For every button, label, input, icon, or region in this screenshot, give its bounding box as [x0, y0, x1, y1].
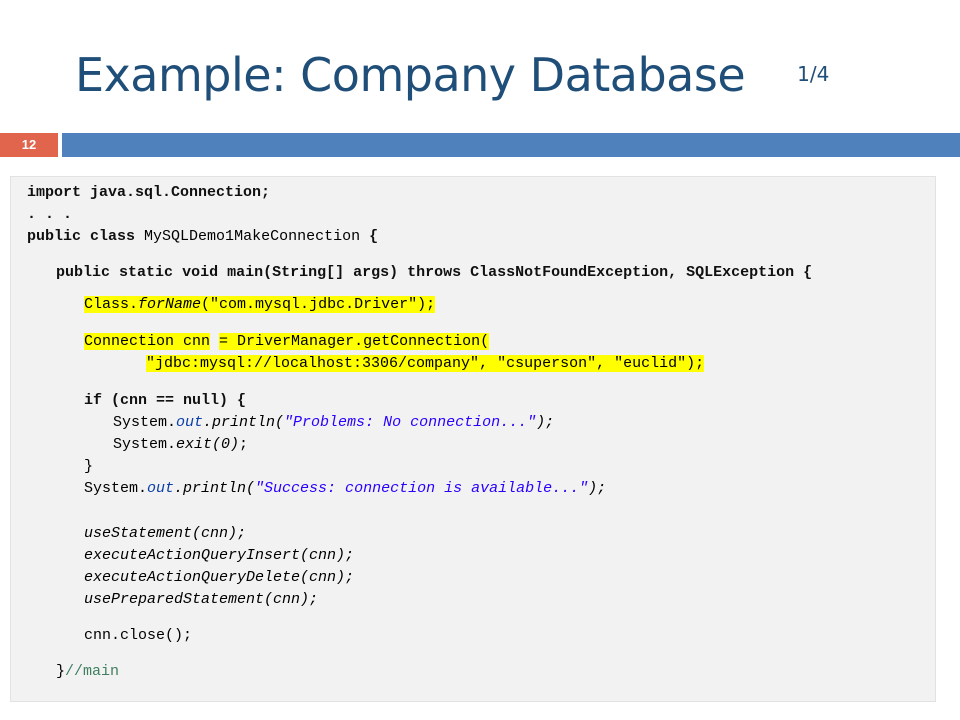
keyword: null [183, 392, 220, 409]
code-string: "Problems: No connection..." [284, 414, 537, 431]
slide-subtitle: 1/4 [797, 62, 830, 86]
code-line-1: import java.sql.Connection; [27, 183, 270, 203]
code-text: System. [84, 480, 148, 497]
code-line-14: executeActionQueryInsert(cnn); [84, 547, 355, 564]
code-brace: } [56, 663, 66, 680]
code-text: main(String[] args) [218, 264, 408, 281]
code-line-9: System.out.println("Problems: No connect… [113, 413, 554, 433]
code-text: , [596, 355, 615, 372]
code-line-13: useStatement(cnn); [84, 525, 247, 542]
keyword: class [90, 228, 136, 245]
code-text: ); [536, 414, 555, 431]
code-string: "Success: connection is available..." [255, 480, 589, 497]
code-text: ); [686, 355, 705, 372]
code-text: ); [417, 296, 436, 313]
highlighted-code: "jdbc:mysql://localhost:3306/company", "… [146, 355, 705, 372]
code-line-17: cnn.close(); [84, 627, 193, 644]
code-line-15: executeActionQueryDelete(cnn); [84, 569, 355, 586]
code-line-16: usePreparedStatement(cnn); [84, 591, 319, 608]
highlighted-code: Class.forName("com.mysql.jdbc.Driver"); [84, 296, 436, 313]
code-method: .println( [203, 414, 285, 431]
keyword: static [119, 264, 174, 281]
code-text: MySQLDemo1MakeConnection [135, 228, 370, 245]
title-accent-bar [62, 133, 960, 157]
code-text: ; [239, 436, 249, 453]
keyword: if [84, 392, 103, 409]
code-brace: { [369, 228, 379, 245]
code-line-7: "jdbc:mysql://localhost:3306/company", "… [146, 354, 705, 374]
code-text: ( [201, 296, 211, 313]
code-text [210, 333, 219, 350]
code-field: out [176, 414, 204, 431]
code-string: "com.mysql.jdbc.Driver" [210, 296, 418, 313]
code-line-18: }//main [56, 662, 119, 682]
code-line-10: System.exit(0); [113, 435, 248, 455]
code-line-11: } [84, 458, 94, 475]
code-comment: //main [65, 663, 120, 680]
code-text: ClassNotFoundException, SQLException { [461, 264, 813, 281]
code-string: "csuperson" [497, 355, 597, 372]
code-method: .println( [174, 480, 256, 497]
highlighted-code: = DriverManager.getConnection( [219, 333, 490, 350]
code-method: forName [138, 296, 202, 313]
code-text: , [479, 355, 498, 372]
code-text: Class. [84, 296, 139, 313]
code-field: out [147, 480, 175, 497]
code-line-12: System.out.println("Success: connection … [84, 479, 606, 499]
code-method: exit(0) [176, 436, 240, 453]
slide-title-text: Example: Company Database [75, 48, 746, 102]
code-line-3: public class MySQLDemo1MakeConnection { [27, 227, 378, 247]
keyword: import [27, 184, 82, 201]
code-line-8: if (cnn == null) { [84, 391, 246, 411]
code-text: java.sql.Connection; [81, 184, 271, 201]
code-line-5: Class.forName("com.mysql.jdbc.Driver"); [84, 295, 436, 315]
code-text: (cnn == [102, 392, 184, 409]
highlighted-code: Connection cnn [84, 333, 211, 350]
code-text: ); [588, 480, 607, 497]
code-text: System. [113, 436, 177, 453]
code-line-6: Connection cnn = DriverManager.getConnec… [84, 332, 490, 352]
code-line-2: . . . [27, 206, 73, 223]
keyword: public [56, 264, 111, 281]
code-line-4: public static void main(String[] args) t… [56, 263, 812, 283]
keyword: throws [407, 264, 462, 281]
code-text: System. [113, 414, 177, 431]
code-text: ) { [219, 392, 247, 409]
code-block: import java.sql.Connection; . . . public… [10, 176, 936, 702]
code-string: "euclid" [614, 355, 687, 372]
slide-number-badge: 12 [0, 133, 58, 157]
code-string: "jdbc:mysql://localhost:3306/company" [146, 355, 480, 372]
keyword: void [182, 264, 219, 281]
slide-title: Example: Company Database 1/4 [75, 48, 829, 102]
keyword: public [27, 228, 82, 245]
